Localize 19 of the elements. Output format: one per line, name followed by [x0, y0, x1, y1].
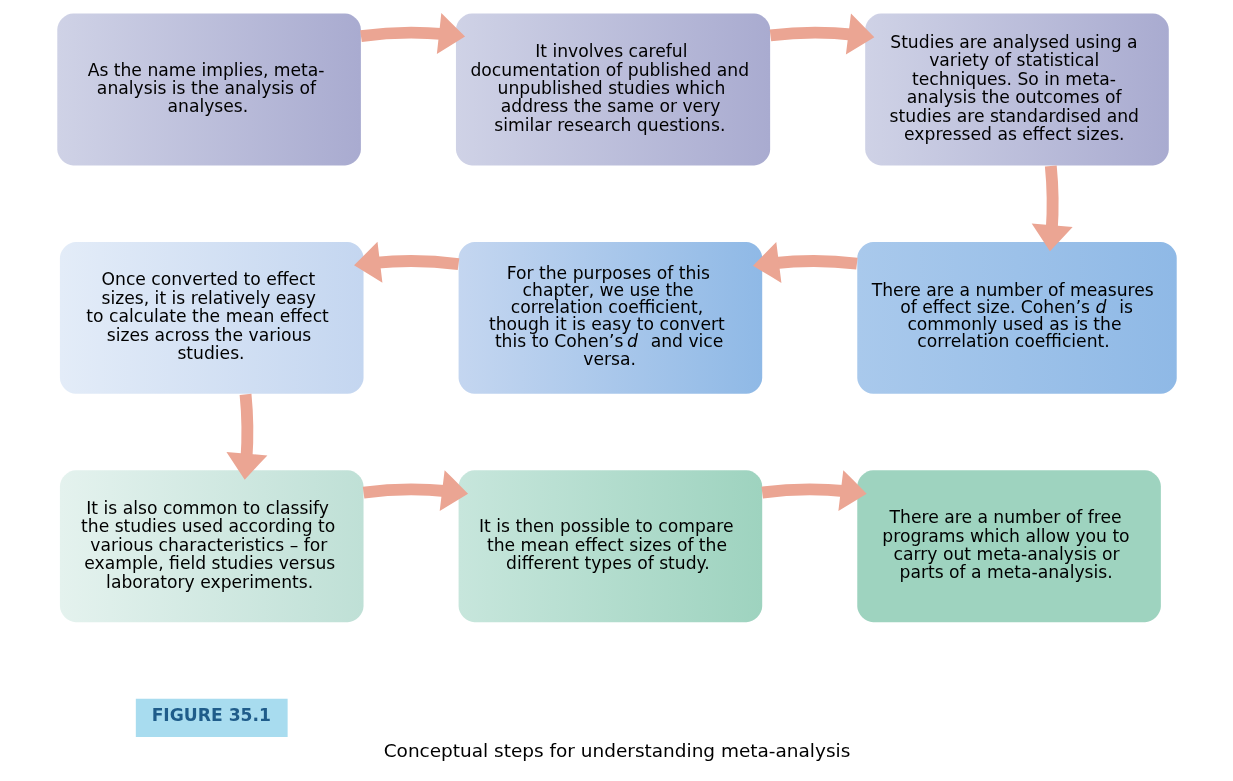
node-box: It is then possible to compare the mean effect sizes of the different types of study. — [458, 470, 762, 623]
node-box: It involves careful documentation of published and unpublished studies which address the same or very similar research questions. — [455, 13, 770, 166]
node-box: As the name implies, meta-analysis is the analysis of analyses. — [56, 13, 361, 166]
caption: Conceptual steps for understanding meta-analysis — [383, 740, 850, 762]
node-box: It is also common to classify the studies used according to various characteristics – for example, field studies versus laboratory experiments. — [59, 470, 364, 623]
arrow — [362, 470, 468, 512]
arrow — [752, 242, 858, 283]
arrow — [225, 393, 267, 480]
node-box: There are a number of free programs which allow you to carry out meta-analysis or parts of a meta-analysis. — [856, 470, 1161, 623]
node-box: For the purposes of this chapter, we use the correlation coefficient, though it is easy to convert this to Cohen’s d and vice versa. — [458, 242, 762, 394]
arrow — [1031, 165, 1073, 252]
arrow — [353, 241, 459, 283]
arrow — [761, 470, 867, 512]
arrow — [769, 13, 874, 55]
node-box: Studies are analysed using a variety of statistical techniques. So in meta-analysis the outcomes of studies are standardised and expressed as effect sizes. — [864, 13, 1169, 166]
arrow — [359, 13, 465, 54]
label: FIGURE 35.1 — [151, 705, 271, 726]
node-box: There are a number of measures of effect size. Cohen’s d is commonly used as is the correlation coefficient. — [856, 242, 1177, 394]
node-box: Once converted to effect sizes, it is relatively easy to calculate the mean effect sizes across the various studies. — [59, 242, 364, 394]
